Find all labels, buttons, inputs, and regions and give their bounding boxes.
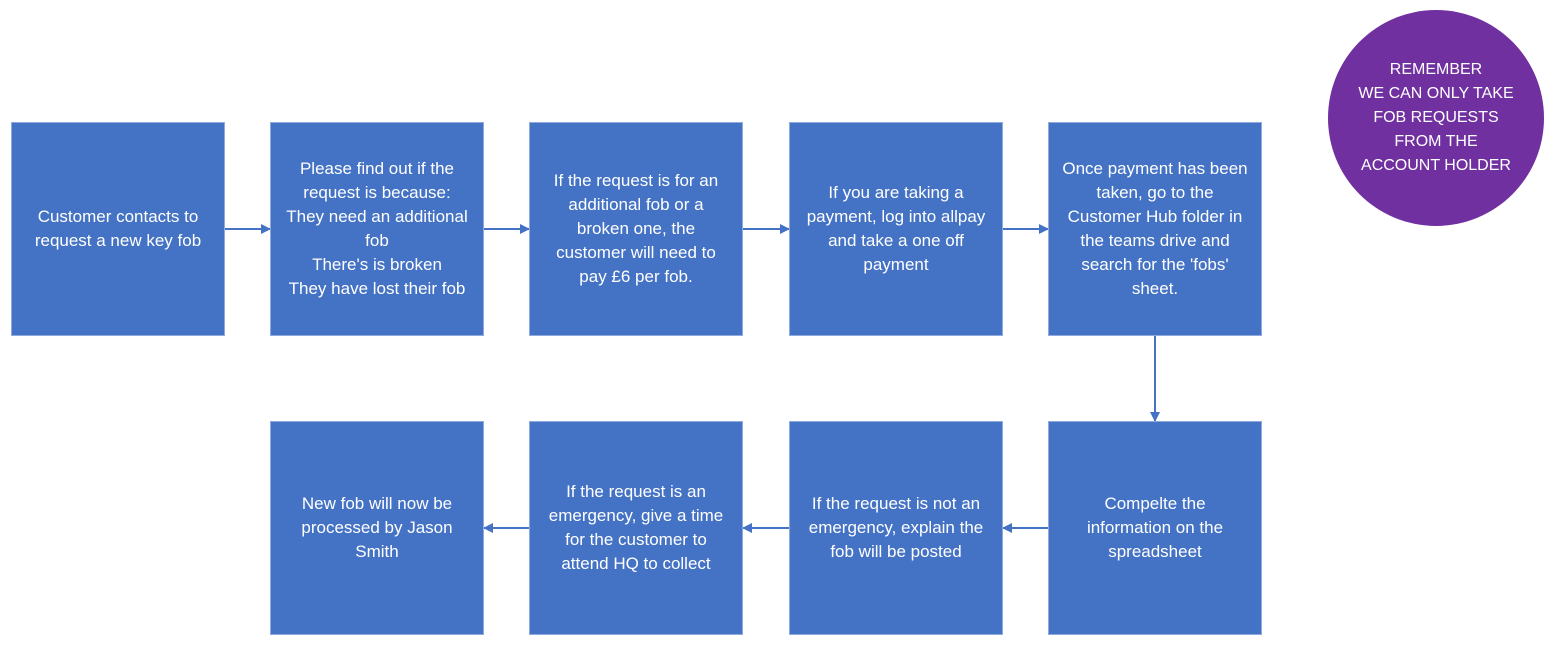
step-text-line: search for the 'fobs' [1081, 255, 1229, 274]
step-customer-contacts: Customer contacts to request a new key f… [11, 122, 225, 336]
step-text-line: customer will need to [556, 243, 716, 262]
step-text-line: Customer contacts to [37, 207, 199, 226]
step-open-fobs-sheet: Once payment has been taken, go to the C… [1048, 122, 1262, 336]
step-text-line: spreadsheet [1108, 542, 1202, 561]
step-text-line: the teams drive and [1080, 231, 1230, 250]
reminder-circle: REMEMBER WE CAN ONLY TAKE FOB REQUESTS F… [1328, 10, 1544, 226]
step-label: If the request is not an emergency, expl… [798, 492, 994, 564]
step-text-line: If the request is not an [811, 494, 981, 513]
step-text-line: They have lost their fob [288, 279, 466, 298]
step-text-line: request is because: [303, 183, 451, 202]
step-processed-by-jason: New fob will now be processed by Jason S… [270, 421, 484, 635]
step-text-line: If the request is an [566, 482, 706, 501]
step-emergency-collect: If the request is an emergency, give a t… [529, 421, 743, 635]
reminder-text-line: FOB REQUESTS [1373, 109, 1499, 126]
step-text-line: fob [365, 231, 389, 250]
step-label: If the request is for an additional fob … [538, 169, 734, 289]
step-text-line: and take a one off [828, 231, 964, 250]
step-text-line: for the customer to [565, 530, 707, 549]
step-payment-required: If the request is for an additional fob … [529, 122, 743, 336]
step-text-line: request a new key fob [34, 231, 202, 250]
step-take-payment-allpay: If you are taking a payment, log into al… [789, 122, 1003, 336]
step-text-line: Smith [355, 542, 399, 561]
step-text-line: Customer Hub folder in [1067, 207, 1243, 226]
step-text-line: Please find out if the [299, 159, 455, 178]
step-text-line: emergency, give a time [548, 506, 724, 525]
step-find-out-reason: Please find out if the request is becaus… [270, 122, 484, 336]
step-label: Please find out if the request is becaus… [279, 157, 475, 301]
step-text-line: Compelte the [1104, 494, 1206, 513]
step-label: Customer contacts to request a new key f… [20, 205, 216, 253]
step-text-line: Once payment has been [1062, 159, 1248, 178]
step-label: New fob will now be processed by Jason S… [279, 492, 475, 564]
step-text-line: taken, go to the [1096, 183, 1214, 202]
step-label: If the request is an emergency, give a t… [538, 480, 734, 576]
step-text-line: processed by Jason [301, 518, 453, 537]
step-text-line: They need an additional [286, 207, 468, 226]
step-text-line: attend HQ to collect [561, 554, 711, 573]
reminder-text-line: FROM THE [1394, 133, 1478, 150]
reminder-label: REMEMBER WE CAN ONLY TAKE FOB REQUESTS F… [1358, 58, 1513, 178]
reminder-text-line: REMEMBER [1389, 61, 1483, 78]
step-text-line: fob will be posted [830, 542, 962, 561]
step-text-line: payment, log into allpay [806, 207, 986, 226]
step-text-line: sheet. [1131, 279, 1179, 298]
step-complete-spreadsheet: Compelte the information on the spreadsh… [1048, 421, 1262, 635]
step-text-line: If the request is for an [553, 171, 719, 190]
step-label: Once payment has been taken, go to the C… [1057, 157, 1253, 301]
reminder-text-line: ACCOUNT HOLDER [1361, 157, 1511, 174]
step-label: Compelte the information on the spreadsh… [1057, 492, 1253, 564]
step-text-line: New fob will now be [301, 494, 453, 513]
step-text-line: emergency, explain the [808, 518, 984, 537]
step-text-line: If you are taking a [828, 183, 964, 202]
step-label: If you are taking a payment, log into al… [798, 181, 994, 277]
step-text-line: additional fob or a [568, 195, 704, 214]
step-text-line: broken one, the [576, 219, 696, 238]
step-text-line: There's is broken [312, 255, 442, 274]
step-text-line: pay £6 per fob. [579, 267, 693, 286]
step-not-emergency-posted: If the request is not an emergency, expl… [789, 421, 1003, 635]
step-text-line: payment [863, 255, 929, 274]
reminder-text-line: WE CAN ONLY TAKE [1358, 85, 1514, 102]
step-text-line: information on the [1086, 518, 1224, 537]
